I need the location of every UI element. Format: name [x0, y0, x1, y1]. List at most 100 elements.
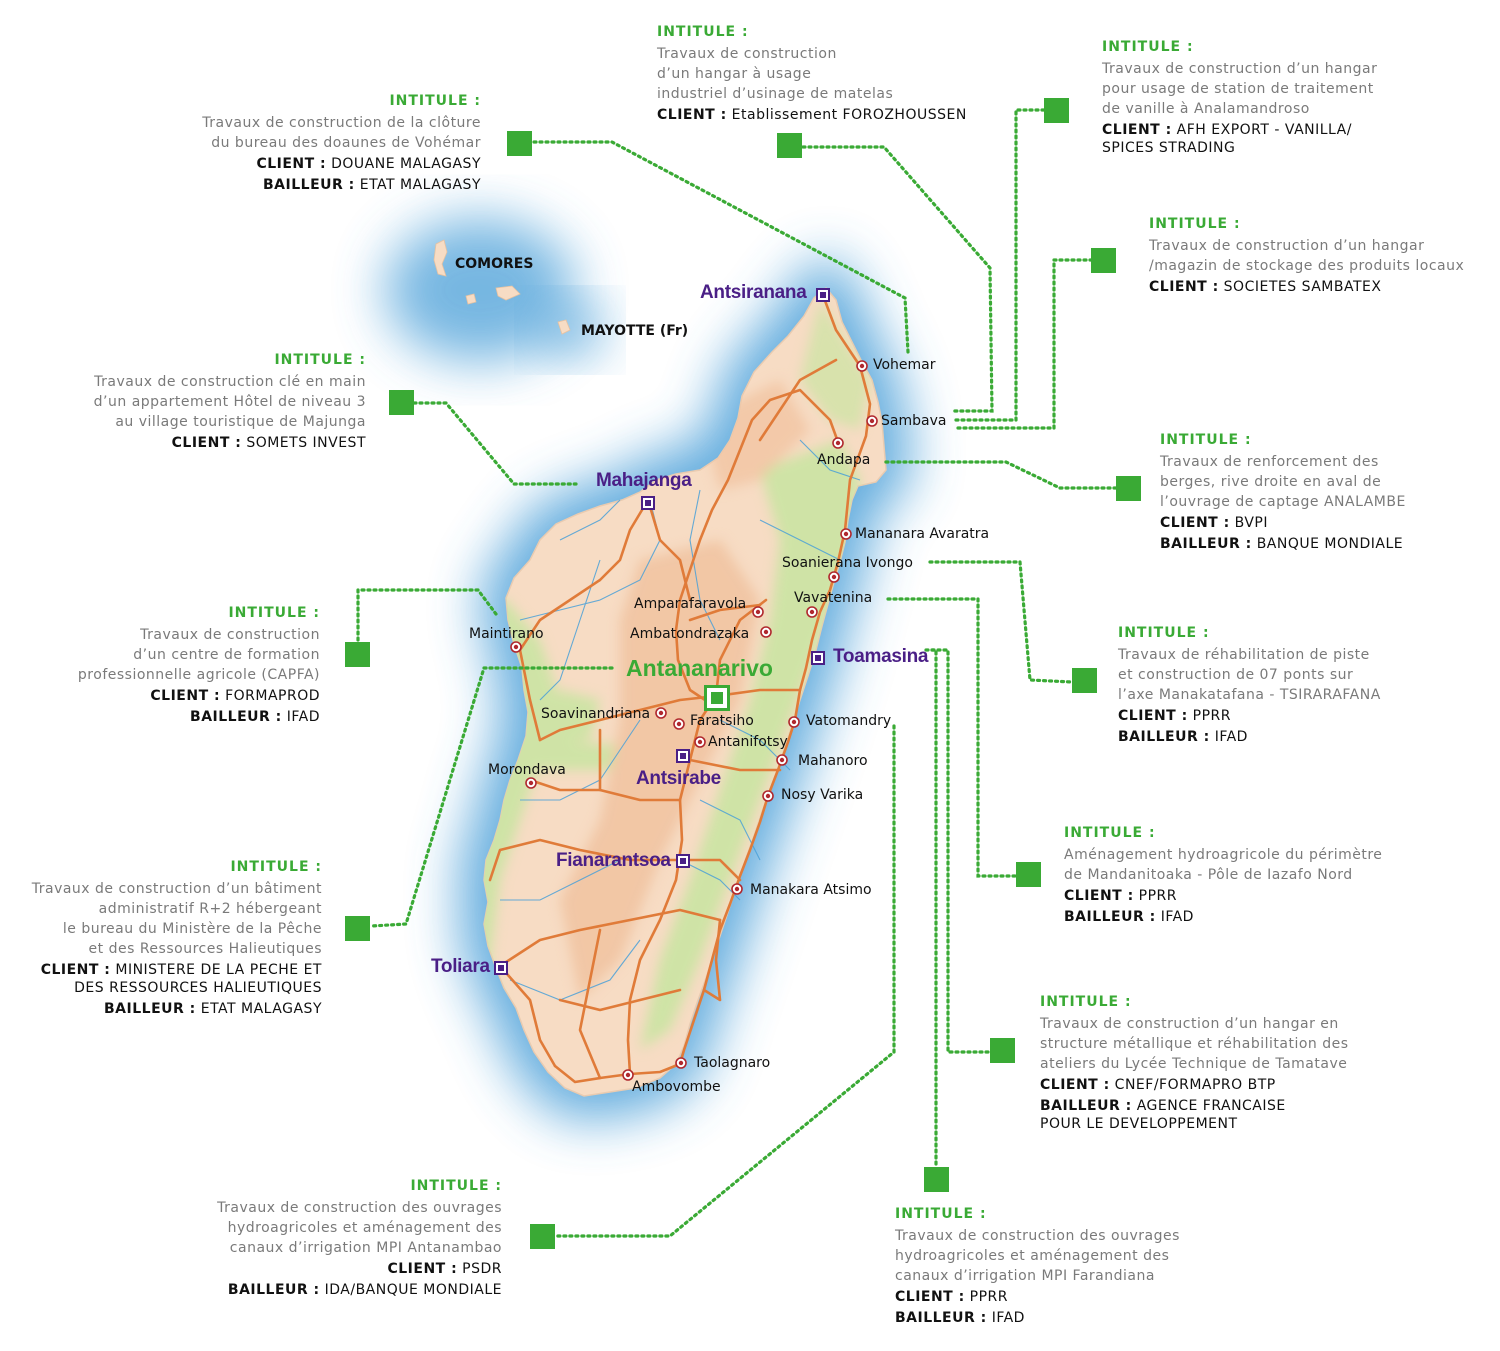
roads: [488, 296, 872, 1084]
town-marker-dot-5: [809, 609, 815, 615]
bailleur-row: BAILLEUR : IFAD: [1064, 908, 1382, 926]
project-description: professionnelle agricole (CAPFA): [77, 667, 320, 683]
client-label: CLIENT :: [40, 962, 111, 978]
label-antsiranana: Antsiranana: [700, 282, 807, 303]
project-description: Travaux de renforcement des: [1160, 454, 1379, 470]
town-nosy-varika: Nosy Varika: [781, 787, 864, 803]
client-label: CLIENT :: [1040, 1077, 1110, 1093]
town-marker-dot-4: [831, 574, 837, 580]
project-marker-7[interactable]: [345, 642, 370, 667]
bailleur-value: IFAD: [286, 709, 320, 725]
label-toamasina: Toamasina: [833, 646, 929, 667]
town-vavatenina: Vavatenina: [794, 590, 873, 606]
bailleur-value: POUR LE DEVELOPPEMENT: [1040, 1116, 1238, 1132]
capital-marker-toamasina: [811, 651, 825, 665]
intitule-label: INTITULE :: [410, 1178, 502, 1194]
project-description: d’un appartement Hôtel de niveau 3: [93, 394, 366, 410]
bailleur-row: POUR LE DEVELOPPEMENT: [1040, 1115, 1349, 1133]
project-description: ateliers du Lycée Technique de Tamatave: [1040, 1056, 1348, 1072]
project-description: et construction de 07 ponts sur: [1118, 667, 1354, 683]
project-description: du bureau des doaunes de Vohémar: [211, 135, 481, 151]
town-marker-dot-8: [513, 644, 519, 650]
project-description: hydroagricoles et aménagement des: [895, 1248, 1170, 1264]
client-row: CLIENT : PPRR: [895, 1288, 1180, 1306]
capital-marker-toliara: [494, 961, 508, 975]
project-description: canaux d’irrigation MPI Antanambao: [229, 1240, 502, 1256]
label-comores: COMORES: [455, 256, 534, 272]
client-value: MINISTERE DE LA PECHE ET: [115, 962, 322, 978]
town-sambava: Sambava: [881, 413, 947, 429]
project-marker-3[interactable]: [1044, 98, 1069, 123]
client-label: CLIENT :: [1064, 888, 1134, 904]
client-value: PPRR: [969, 1289, 1009, 1305]
bailleur-value: ETAT MALAGASY: [200, 1001, 322, 1017]
project-description: hydroagricoles et aménagement des: [227, 1220, 502, 1236]
intitule-label: INTITULE :: [228, 605, 320, 621]
project-description: Travaux de construction d’un hangar: [1102, 61, 1378, 77]
project-card: INTITULE :Travaux de réhabilitation de p…: [1118, 624, 1381, 746]
project-description: Travaux de construction des ouvrages: [217, 1200, 502, 1216]
client-row: CLIENT : PPRR: [1118, 707, 1381, 725]
town-amparafaravola: Amparafaravola: [634, 596, 747, 612]
client-label: CLIENT :: [150, 688, 221, 704]
bailleur-value: IFAD: [991, 1310, 1025, 1326]
intitule-label: INTITULE :: [1118, 625, 1210, 641]
project-marker-4[interactable]: [1091, 248, 1116, 273]
intitule-label: INTITULE :: [1102, 39, 1194, 55]
bailleur-value: IDA/BANQUE MONDIALE: [324, 1282, 502, 1298]
client-label: CLIENT :: [657, 107, 727, 123]
project-marker-12[interactable]: [530, 1224, 555, 1249]
project-marker-9[interactable]: [1016, 862, 1041, 887]
intitule-label: INTITULE :: [1040, 994, 1132, 1010]
bailleur-row: BAILLEUR : ETAT MALAGASY: [32, 1000, 322, 1018]
project-marker-13[interactable]: [924, 1167, 949, 1192]
project-marker-11[interactable]: [990, 1038, 1015, 1063]
project-description: l’axe Manakatafana - TSIRARAFANA: [1118, 687, 1381, 703]
project-marker-8[interactable]: [1072, 668, 1097, 693]
project-description: Travaux de construction d’un hangar en: [1040, 1016, 1339, 1032]
label-mahajanga: Mahajanga: [596, 470, 692, 491]
intitule-label: INTITULE :: [657, 24, 749, 40]
project-marker-1[interactable]: [507, 131, 532, 156]
client-value: PPRR: [1138, 888, 1178, 904]
label-fianarantsoa: Fianarantsoa: [556, 850, 671, 871]
client-label: CLIENT :: [256, 156, 327, 172]
town-morondava: Morondava: [488, 762, 566, 778]
client-row: CLIENT : BVPI: [1160, 514, 1406, 532]
client-row: CLIENT : Etablissement FOROZHOUSSEN: [657, 106, 967, 124]
town-marker-dot-3: [843, 531, 849, 537]
town-marker-dot-14: [528, 780, 534, 786]
project-description: Travaux de construction de la clôture: [202, 115, 481, 131]
project-description: berges, rive droite en aval de: [1160, 474, 1382, 490]
bailleur-row: BAILLEUR : IFAD: [78, 708, 320, 726]
project-description: d’un hangar à usage: [657, 66, 812, 82]
intitule-label: INTITULE :: [230, 859, 322, 875]
town-antanifotsy: Antanifotsy: [708, 734, 788, 750]
client-value: SPICES STRADING: [1102, 140, 1236, 156]
intitule-label: INTITULE :: [1149, 216, 1241, 232]
project-marker-2[interactable]: [777, 133, 802, 158]
town-ambovombe: Ambovombe: [632, 1079, 721, 1095]
project-marker-6[interactable]: [1116, 476, 1141, 501]
project-marker-5[interactable]: [389, 390, 414, 415]
bailleur-row: BAILLEUR : IDA/BANQUE MONDIALE: [217, 1281, 502, 1299]
town-marker-dot-17: [678, 1060, 684, 1066]
bailleur-label: BAILLEUR :: [1160, 536, 1252, 552]
bailleur-row: BAILLEUR : BANQUE MONDIALE: [1160, 535, 1406, 553]
client-row: SPICES STRADING: [1102, 139, 1377, 157]
madagascar-landmass: [483, 287, 887, 1097]
project-marker-10[interactable]: [345, 916, 370, 941]
bailleur-label: BAILLEUR :: [895, 1310, 987, 1326]
town-vohemar: Vohemar: [873, 357, 936, 373]
town-soavinandriana: Soavinandriana: [541, 706, 651, 722]
project-card: INTITULE : Travaux de construction des ou…: [217, 1177, 502, 1299]
capital-marker-mahajanga: [641, 496, 655, 510]
intitule-label: INTITULE :: [1064, 825, 1156, 841]
town-manakara-atsimo: Manakara Atsimo: [750, 882, 872, 898]
town-marker-dot-12: [791, 719, 797, 725]
client-value: Etablissement FOROZHOUSSEN: [731, 107, 967, 123]
client-row: CLIENT : MINISTERE DE LA PECHE ET: [32, 961, 322, 979]
town-ambatondrazaka: Ambatondrazaka: [630, 626, 750, 642]
